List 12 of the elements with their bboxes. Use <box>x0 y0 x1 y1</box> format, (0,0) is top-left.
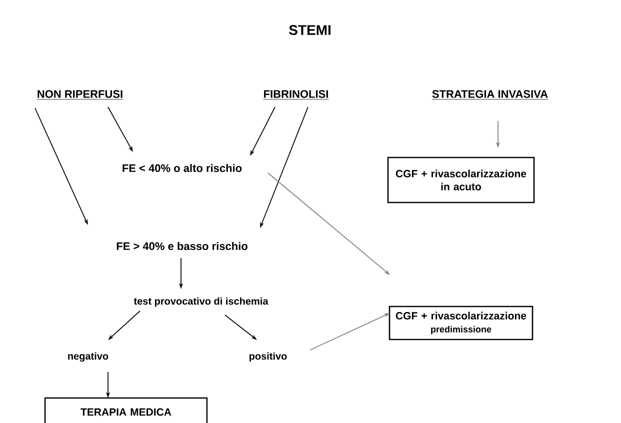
underlined-heading: STRATEGIA INVASIVA <box>432 90 548 100</box>
text-label: negativo <box>68 352 108 362</box>
underlined-heading: FIBRINOLISI <box>263 90 329 100</box>
text-label: FE < 40% o alto rischio <box>122 164 242 172</box>
underlined-heading: NON RIPERFUSI <box>36 90 124 100</box>
text-label: positivo <box>250 352 287 362</box>
process-box: CGF + rivascolarizzazione predimissione <box>388 306 534 340</box>
process-box: TERAPIA MEDICA <box>44 397 208 423</box>
text-label: test provocativo di ischemia <box>134 297 268 307</box>
process-box: CGF + rivascolarizzazione in acuto <box>387 156 535 204</box>
title: STEMI <box>289 25 330 35</box>
text-label: FE > 40% e basso rischio <box>116 242 248 250</box>
